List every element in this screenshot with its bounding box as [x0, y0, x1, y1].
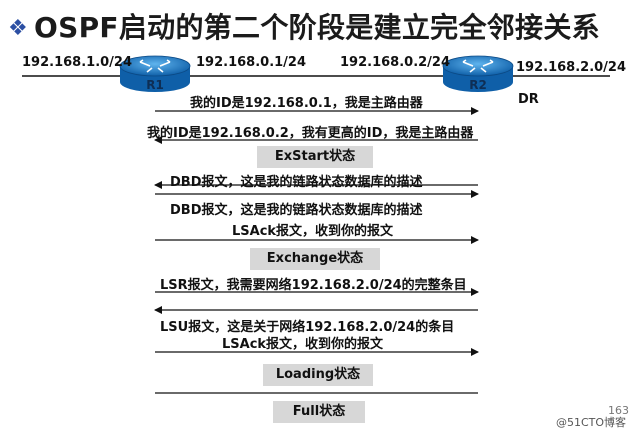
left-subnet-label: 192.168.1.0/24 — [22, 55, 133, 70]
state-loading: Loading状态 — [263, 364, 373, 386]
page-number: 163 — [608, 404, 629, 417]
right-subnet-label: 192.168.2.0/24 — [516, 60, 627, 75]
diamond-bullet-icon: ❖ — [8, 16, 29, 41]
r1-label: R1 — [146, 78, 164, 92]
page-title: ❖OSPF启动的第二个阶段是建立完全邻接关系 — [8, 11, 600, 44]
message-label: DBD报文，这是我的链路状态数据库的描述 — [170, 203, 423, 218]
state-exstart: ExStart状态 — [257, 146, 373, 168]
r2-ip-label: 192.168.0.2/24 — [340, 55, 451, 70]
watermark: @51CTO博客 — [556, 416, 627, 429]
message-label: 我的ID是192.168.0.1，我是主路由器 — [190, 96, 423, 111]
r1-ip-label: 192.168.0.1/24 — [196, 55, 307, 70]
router-icon — [119, 55, 191, 92]
message-label: 我的ID是192.168.0.2，我有更高的ID，我是主路由器 — [147, 126, 474, 141]
state-full: Full状态 — [273, 401, 365, 423]
message-label: LSAck报文，收到你的报文 — [232, 224, 394, 239]
message-label: LSU报文，这是关于网络192.168.2.0/24的条目 — [160, 320, 455, 335]
message-label: DBD报文，这是我的链路状态数据库的描述 — [170, 175, 423, 190]
state-exchange: Exchange状态 — [250, 248, 380, 270]
message-label: LSR报文，我需要网络192.168.2.0/24的完整条目 — [160, 278, 467, 293]
router-icon — [442, 55, 514, 92]
dr-label: DR — [518, 92, 539, 107]
message-label: LSAck报文，收到你的报文 — [222, 337, 384, 352]
r2-label: R2 — [469, 78, 487, 92]
